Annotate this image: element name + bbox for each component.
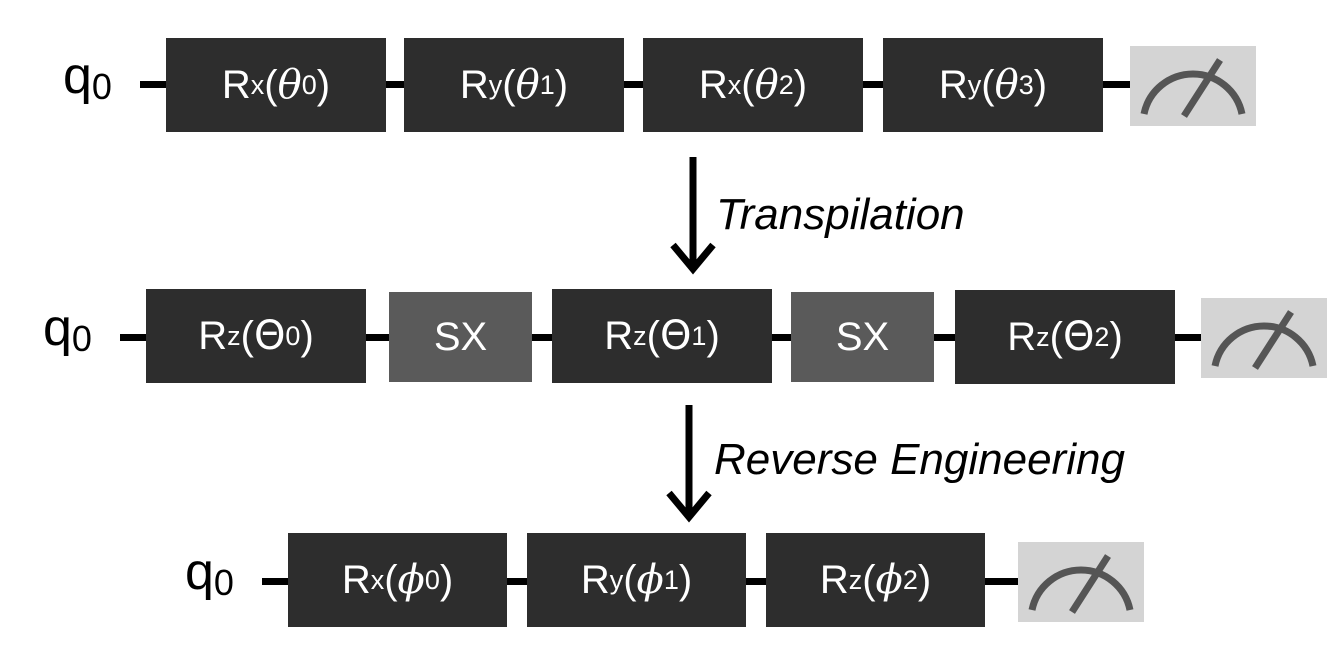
gate-paren: ) xyxy=(793,62,808,107)
gate-base: R xyxy=(819,557,849,602)
gate-axis: z xyxy=(227,320,241,351)
gate-base: R xyxy=(580,557,610,602)
gate-base: R xyxy=(198,313,228,358)
gate-param-index: 1 xyxy=(663,564,679,595)
qubit-label: q0 xyxy=(43,302,92,357)
gate-axis: z xyxy=(1036,321,1050,352)
gate-paren: ( xyxy=(862,557,876,602)
down-arrow-icon xyxy=(670,157,716,275)
qubit-name: q xyxy=(43,299,72,357)
gate-param-index: 1 xyxy=(539,69,555,100)
qubit-name: q xyxy=(185,543,214,601)
gate-sx: SX xyxy=(389,292,532,382)
gate-paren: ( xyxy=(240,313,254,358)
qubit-index: 0 xyxy=(213,562,234,603)
gate-paren: ( xyxy=(502,62,516,107)
gate-paren: ) xyxy=(678,557,693,602)
meter-glyph xyxy=(1028,554,1134,614)
gate-param: θ xyxy=(277,62,302,108)
gate-base: R xyxy=(604,313,634,358)
gate-param-index: 0 xyxy=(424,564,440,595)
gate-param-index: 2 xyxy=(1094,321,1110,352)
gate-axis: z xyxy=(848,564,863,595)
gate-paren: ) xyxy=(1033,62,1048,107)
gate-param: θ xyxy=(994,62,1019,108)
measurement-meter-icon xyxy=(1018,542,1144,622)
gate-paren: ( xyxy=(741,62,755,107)
down-arrow-icon xyxy=(666,405,712,523)
meter-glyph xyxy=(1211,310,1317,370)
gate-axis: x xyxy=(370,564,385,595)
gate-axis: z xyxy=(633,320,647,351)
gate-param: ϕ xyxy=(397,557,425,603)
gate-param-index: 3 xyxy=(1018,69,1034,100)
qubit-index: 0 xyxy=(91,66,112,107)
gate-base: R xyxy=(341,557,371,602)
gate-base: R xyxy=(1007,314,1037,359)
gate-param-index: 1 xyxy=(691,320,707,351)
gate-axis: y xyxy=(488,69,503,100)
gate-paren: ) xyxy=(554,62,569,107)
gate-paren: ( xyxy=(264,62,278,107)
gate-paren: ) xyxy=(1109,314,1123,359)
gate-base: R xyxy=(938,62,968,107)
gate-param: θ xyxy=(515,62,540,108)
qubit-name: q xyxy=(63,47,92,105)
gate-param: ϕ xyxy=(636,557,664,603)
transpilation-label: Transpilation xyxy=(716,190,965,239)
gate-paren: ( xyxy=(1049,314,1063,359)
gate-param: θ xyxy=(754,62,779,108)
gate-param: ϕ xyxy=(875,557,903,603)
gate-param-index: 2 xyxy=(902,564,918,595)
gate-paren: ) xyxy=(917,557,932,602)
gate-paren: ( xyxy=(384,557,398,602)
gate-axis: y xyxy=(609,564,624,595)
gate-param-index: 0 xyxy=(301,69,317,100)
gate-param-index: 0 xyxy=(285,320,301,351)
gate-axis: x xyxy=(727,69,742,100)
gate-param: Θ xyxy=(1062,314,1095,360)
gate-label: SX xyxy=(433,314,488,359)
gate-param: Θ xyxy=(253,313,286,359)
qubit-label: q0 xyxy=(63,50,112,105)
gate-label: SX xyxy=(835,314,890,359)
gate-axis: x xyxy=(250,69,265,100)
meter-glyph xyxy=(1140,58,1246,118)
measurement-meter-icon xyxy=(1130,46,1256,126)
qubit-wire xyxy=(140,81,1140,88)
qubit-index: 0 xyxy=(71,318,92,359)
gate-base: R xyxy=(698,62,728,107)
gate-param: Θ xyxy=(659,313,692,359)
measurement-meter-icon xyxy=(1201,298,1327,378)
gate-paren: ( xyxy=(981,62,995,107)
gate-axis: y xyxy=(967,69,982,100)
gate-paren: ) xyxy=(439,557,454,602)
qubit-label: q0 xyxy=(185,546,234,601)
gate-paren: ) xyxy=(316,62,331,107)
reverse-engineering-label: Reverse Engineering xyxy=(714,435,1125,484)
gate-paren: ( xyxy=(623,557,637,602)
gate-paren: ) xyxy=(300,313,314,358)
gate-base: R xyxy=(221,62,251,107)
gate-paren: ) xyxy=(706,313,720,358)
gate-sx: SX xyxy=(791,292,934,382)
gate-param-index: 2 xyxy=(778,69,794,100)
gate-paren: ( xyxy=(646,313,660,358)
gate-base: R xyxy=(459,62,489,107)
